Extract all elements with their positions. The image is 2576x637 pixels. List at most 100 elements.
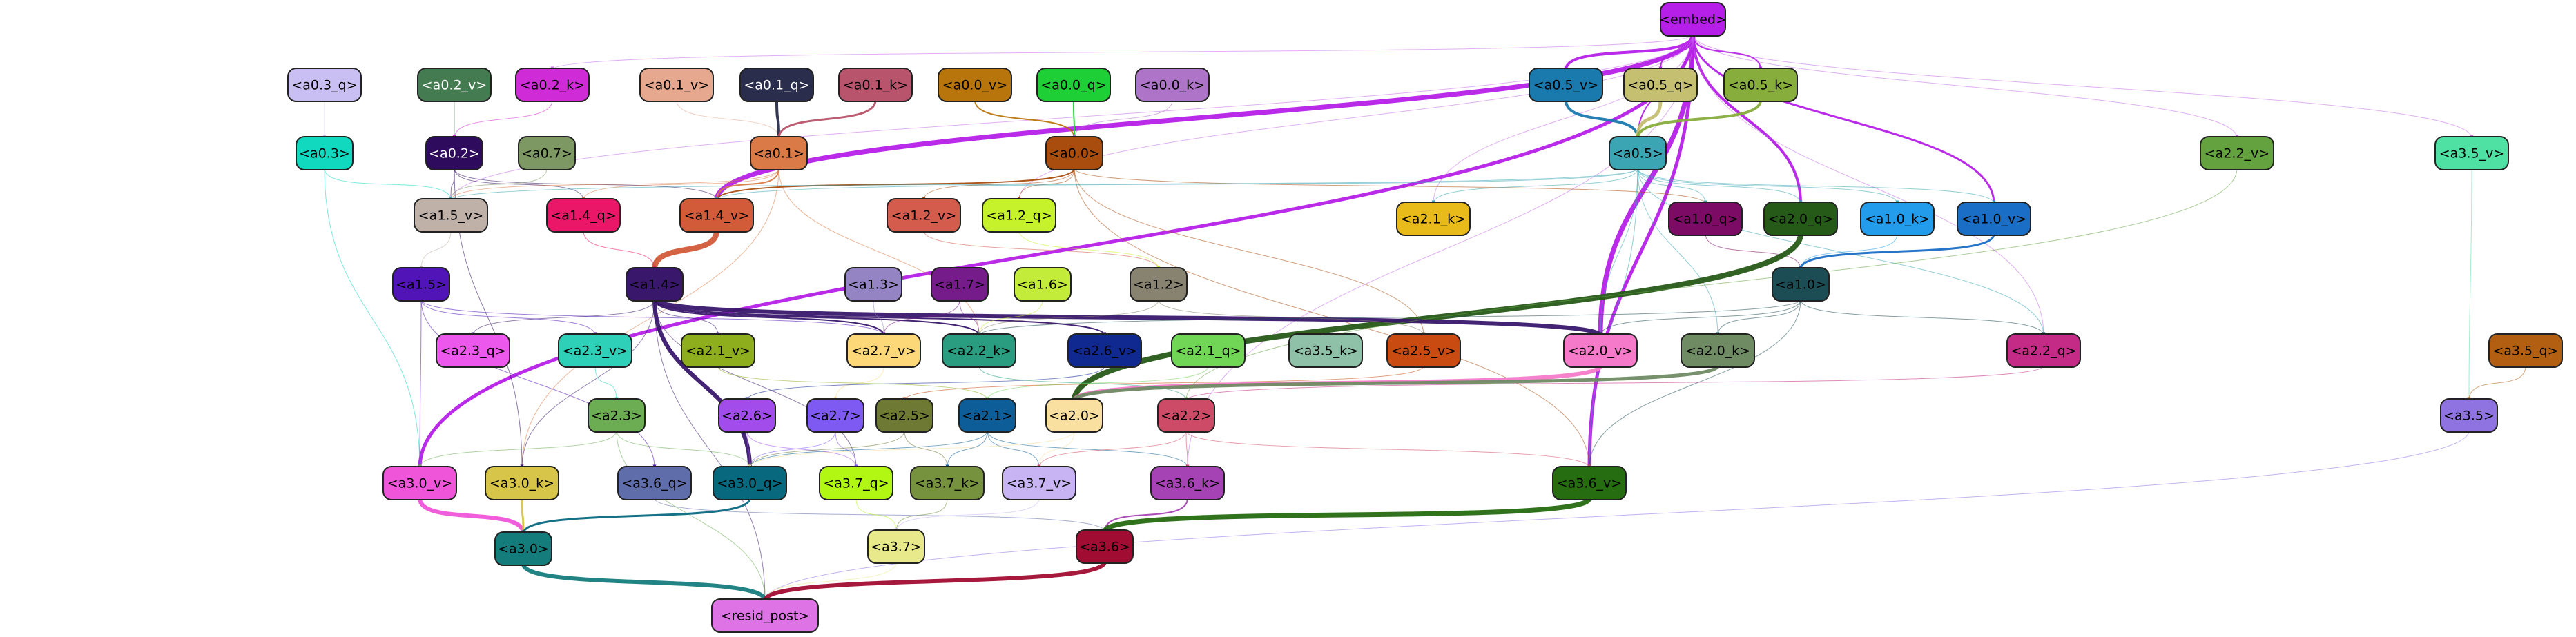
edge-a2_0-to-a3_0_q	[748, 430, 1075, 469]
node-a2-6-v[interactable]: <a2.6_v>	[1067, 333, 1142, 368]
node-a0-0-v[interactable]: <a0.0_v>	[938, 68, 1012, 102]
node-a0-0-q[interactable]: <a0.0_q>	[1036, 68, 1111, 102]
node-label: <a1.7>	[934, 277, 985, 293]
node-a2-7[interactable]: <a2.7>	[806, 398, 864, 433]
node-a1-5[interactable]: <a1.5>	[392, 267, 450, 302]
node-a2-1-v[interactable]: <a2.1_v>	[681, 333, 755, 368]
node-a0-5-v[interactable]: <a0.5_v>	[1529, 68, 1603, 102]
node-a2-3[interactable]: <a2.3>	[588, 398, 646, 433]
node-a1-2-v[interactable]: <a1.2_v>	[887, 198, 961, 233]
node-label: <a1.2>	[1133, 277, 1184, 293]
node-a1-4-q[interactable]: <a1.4_q>	[546, 198, 621, 233]
node-a2-6[interactable]: <a2.6>	[718, 398, 776, 433]
node-a2-0[interactable]: <a2.0>	[1045, 398, 1103, 433]
node-a0-1-v[interactable]: <a0.1_v>	[639, 68, 714, 102]
node-a3-5-v[interactable]: <a3.5_v>	[2434, 136, 2509, 170]
node-a2-0-k[interactable]: <a2.0_k>	[1681, 333, 1755, 368]
edge-a3_0_v-to-a3_0	[418, 498, 525, 534]
node-label: <a3.0_q>	[717, 476, 782, 491]
node-a1-0-k[interactable]: <a1.0_k>	[1860, 202, 1935, 236]
node-a0-0-k[interactable]: <a0.0_k>	[1135, 68, 1210, 102]
node-a1-5-v[interactable]: <a1.5_v>	[414, 198, 488, 233]
node-a3-6-q[interactable]: <a3.6_q>	[617, 466, 692, 500]
node-a3-0[interactable]: <a3.0>	[494, 531, 552, 566]
node-a0-3[interactable]: <a0.3>	[296, 136, 354, 170]
node-a2-3-q[interactable]: <a2.3_q>	[436, 333, 510, 368]
edge-a2_2_k-to-a2_2	[978, 365, 1188, 401]
node-a2-0-v[interactable]: <a2.0_v>	[1563, 333, 1638, 368]
node-a2-3-v[interactable]: <a2.3_v>	[558, 333, 632, 368]
node-a3-7[interactable]: <a3.7>	[867, 529, 925, 564]
node-a3-7-k[interactable]: <a3.7_k>	[910, 466, 985, 500]
node-a0-1[interactable]: <a0.1>	[750, 136, 808, 170]
node-a3-6-k[interactable]: <a3.6_k>	[1150, 466, 1225, 500]
node-a2-1[interactable]: <a2.1>	[958, 398, 1016, 433]
node-a1-7[interactable]: <a1.7>	[931, 267, 989, 302]
node-box	[1002, 466, 1076, 500]
node-a2-0-q[interactable]: <a2.0_q>	[1763, 202, 1838, 236]
node-label: <a2.1>	[962, 409, 1013, 424]
node-a3-7-q[interactable]: <a3.7_q>	[819, 466, 893, 500]
node-a0-1-k[interactable]: <a0.1_k>	[838, 68, 913, 102]
node-a0-5[interactable]: <a0.5>	[1609, 136, 1667, 170]
edge-a1_4-to-resid_post	[654, 299, 767, 601]
node-a3-7-v[interactable]: <a3.7_v>	[1002, 466, 1076, 500]
node-label: <a3.0_v>	[387, 476, 452, 491]
node-a0-3-q[interactable]: <a0.3_q>	[287, 68, 362, 102]
node-resid-post[interactable]: <resid_post>	[711, 598, 819, 633]
node-a0-2-k[interactable]: <a0.2_k>	[515, 68, 590, 102]
node-a3-0-k[interactable]: <a3.0_k>	[485, 466, 559, 500]
edge-a1_0-to-a2_2_k	[977, 299, 1801, 336]
node-a2-2[interactable]: <a2.2>	[1157, 398, 1215, 433]
edge-a3_7-to-resid_post	[763, 561, 897, 601]
node-a3-6[interactable]: <a3.6>	[1076, 529, 1134, 564]
edge-a3_7_q-to-a3_7	[855, 498, 898, 532]
edge-embed-to-a2_1_k	[1431, 34, 1694, 204]
node-a1-2-q[interactable]: <a1.2_q>	[982, 198, 1056, 233]
edge-a2_1_v-to-a2_1	[717, 365, 989, 401]
node-box	[1135, 68, 1210, 102]
node-a2-5-v[interactable]: <a2.5_v>	[1386, 333, 1461, 368]
node-a2-1-q[interactable]: <a2.1_q>	[1171, 333, 1246, 368]
node-a1-0[interactable]: <a1.0>	[1772, 267, 1830, 302]
node-a2-7-v[interactable]: <a2.7_v>	[846, 333, 921, 368]
node-a0-0[interactable]: <a0.0>	[1045, 136, 1103, 170]
node-a3-0-q[interactable]: <a3.0_q>	[713, 466, 787, 500]
node-a2-5[interactable]: <a2.5>	[875, 398, 933, 433]
node-a1-2[interactable]: <a1.2>	[1130, 267, 1188, 302]
node-label: <a1.6>	[1017, 277, 1068, 293]
edge-a0_0-to-a1_4_v	[715, 168, 1075, 201]
node-embed[interactable]: <embed>	[1659, 2, 1727, 37]
node-a0-2[interactable]: <a0.2>	[425, 136, 483, 170]
node-a1-0-v[interactable]: <a1.0_v>	[1957, 202, 2031, 236]
node-a0-1-q[interactable]: <a0.1_q>	[739, 68, 814, 102]
node-a2-2-q[interactable]: <a2.2_q>	[2006, 333, 2081, 368]
node-box	[887, 198, 961, 233]
node-a0-5-q[interactable]: <a0.5_q>	[1623, 68, 1698, 102]
edge-a2_1-to-a3_7_k	[945, 430, 988, 469]
node-a3-6-v[interactable]: <a3.6_v>	[1552, 466, 1627, 500]
node-box	[494, 531, 552, 566]
node-box	[1076, 529, 1134, 564]
node-a2-2-k[interactable]: <a2.2_k>	[942, 333, 1016, 368]
node-a3-0-v[interactable]: <a3.0_v>	[382, 466, 457, 500]
node-box	[617, 466, 692, 500]
node-a2-1-k[interactable]: <a2.1_k>	[1396, 202, 1471, 236]
node-a2-2-v[interactable]: <a2.2_v>	[2200, 136, 2274, 170]
node-label: <a3.7_v>	[1007, 476, 1072, 491]
node-a3-5[interactable]: <a3.5>	[2440, 398, 2498, 433]
node-label: <a1.2_q>	[986, 208, 1052, 224]
node-a3-5-q[interactable]: <a3.5_q>	[2488, 333, 2563, 368]
node-a1-6[interactable]: <a1.6>	[1014, 267, 1072, 302]
node-a0-7[interactable]: <a0.7>	[518, 136, 576, 170]
node-a0-5-k[interactable]: <a0.5_k>	[1723, 68, 1798, 102]
node-a1-4[interactable]: <a1.4>	[626, 267, 684, 302]
node-a1-3[interactable]: <a1.3>	[844, 267, 902, 302]
node-a1-0-q[interactable]: <a1.0_q>	[1668, 202, 1743, 236]
node-a3-5-k[interactable]: <a3.5_k>	[1288, 333, 1363, 368]
node-a0-2-v[interactable]: <a0.2_v>	[417, 68, 492, 102]
node-a1-4-v[interactable]: <a1.4_v>	[679, 198, 754, 233]
node-box	[2440, 398, 2498, 433]
node-label: <a2.1_k>	[1401, 212, 1466, 227]
node-box	[1552, 466, 1627, 500]
